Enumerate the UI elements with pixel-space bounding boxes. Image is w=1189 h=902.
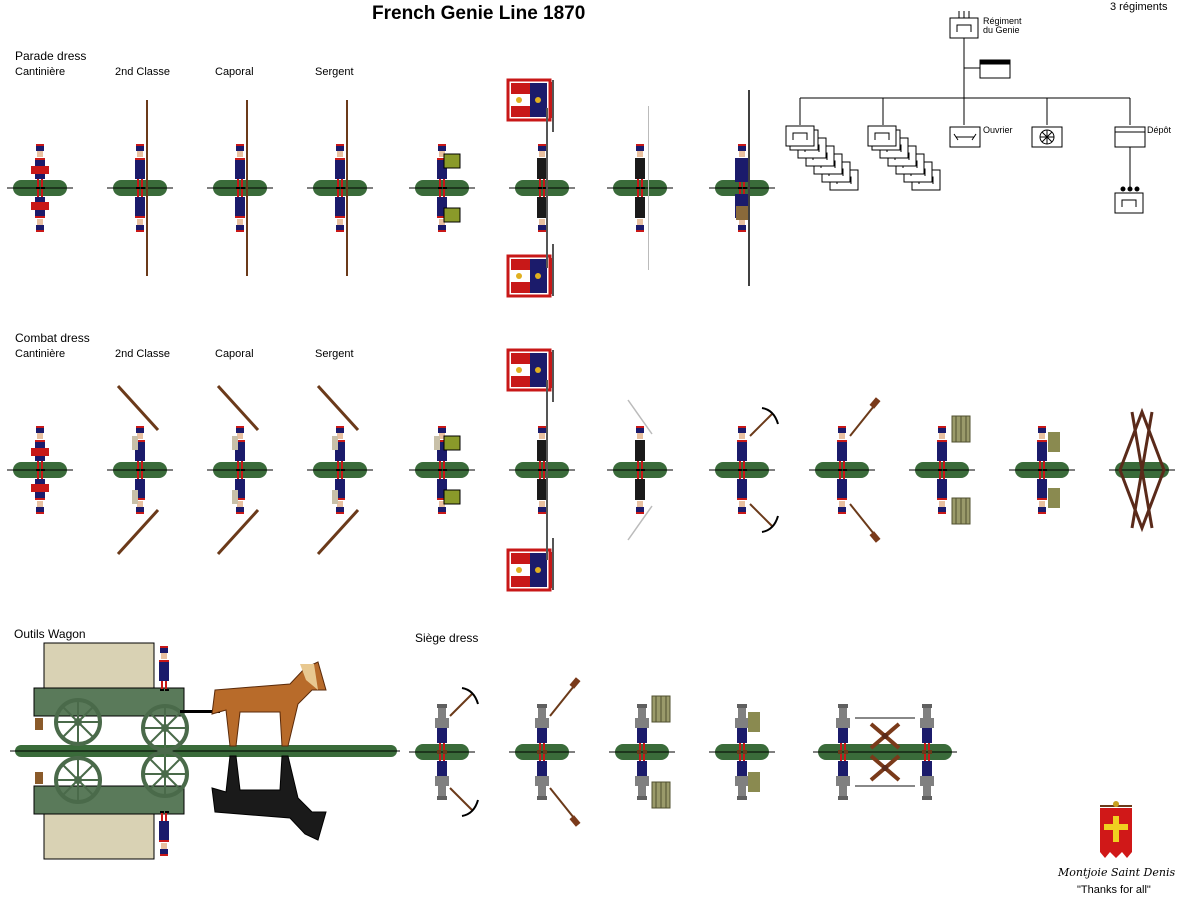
combat-label-cantiniere: Cantinière bbox=[15, 348, 66, 360]
credit-motto: Montjoie Saint Denis bbox=[1058, 866, 1176, 879]
wagon-heading: Outils Wagon bbox=[14, 627, 86, 641]
combat-label-2nd-classe: 2nd Classe bbox=[115, 348, 171, 360]
outils-wagon bbox=[10, 642, 400, 860]
combat-figures bbox=[6, 348, 1176, 592]
parade-label-sergent: Sergent bbox=[315, 66, 354, 78]
org-regiment-label-2: du Genie bbox=[983, 25, 1020, 35]
siege-figures bbox=[408, 676, 957, 828]
combat-heading: Combat dress bbox=[15, 331, 90, 345]
parade-label-2nd-classe: 2nd Classe bbox=[115, 66, 171, 78]
parade-heading: Parade dress bbox=[15, 49, 87, 63]
page-title: French Genie Line 1870 bbox=[372, 3, 586, 24]
siege-heading: Siège dress bbox=[415, 631, 479, 645]
oriflamme-logo bbox=[1100, 801, 1132, 858]
regiment-count: 3 régiments bbox=[1110, 1, 1168, 13]
parade-figures bbox=[6, 78, 776, 298]
org-chart bbox=[785, 11, 1146, 214]
combat-label-sergent: Sergent bbox=[315, 348, 354, 360]
parade-label-cantiniere: Cantinière bbox=[15, 66, 66, 78]
org-ouvrier-label: Ouvrier bbox=[983, 125, 1013, 135]
combat-label-caporal: Caporal bbox=[215, 348, 254, 360]
parade-label-caporal: Caporal bbox=[215, 66, 254, 78]
credit-thanks: "Thanks for all" bbox=[1077, 884, 1151, 896]
org-depot-label: Dépôt bbox=[1147, 125, 1172, 135]
org-regiment-label-1: Régiment bbox=[983, 16, 1022, 26]
